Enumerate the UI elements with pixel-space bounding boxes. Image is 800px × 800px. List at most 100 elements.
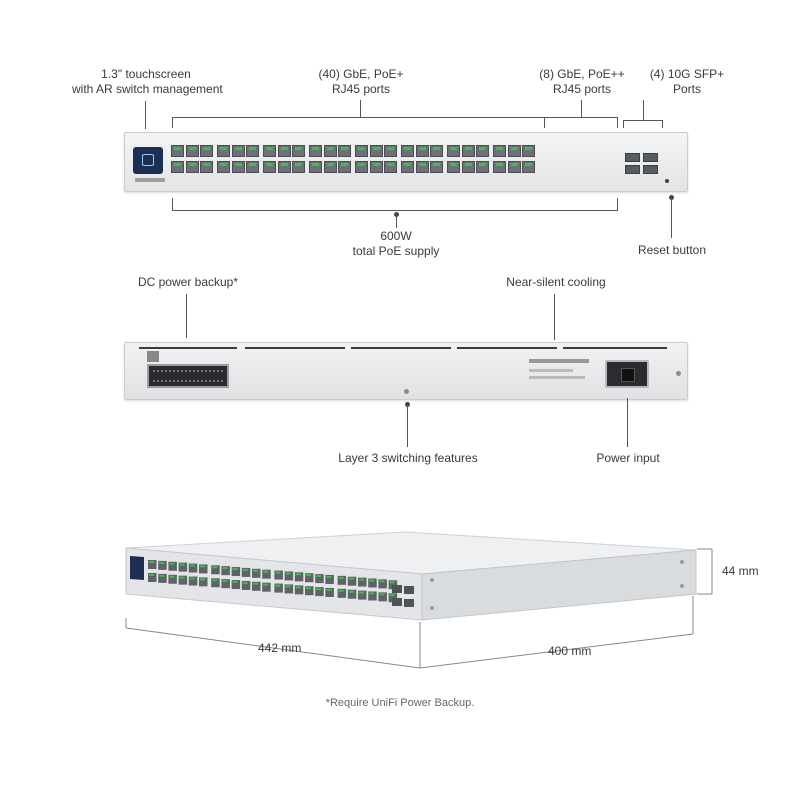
iso-rj45-port	[178, 562, 188, 572]
rj45-port	[384, 161, 397, 173]
port-led	[338, 589, 344, 592]
dc-backup-label-text: DC power backup*	[137, 275, 239, 289]
rj45-port	[217, 145, 230, 157]
port-led	[149, 574, 154, 576]
iso-rj45-port	[274, 570, 283, 580]
qr-code-icon	[147, 351, 159, 362]
port-led	[348, 577, 354, 580]
vent-slot	[351, 347, 451, 349]
iso-rj45-port	[325, 587, 334, 597]
port-led	[326, 588, 332, 591]
iso-rj45-port	[241, 567, 251, 577]
iso-rj45-port	[388, 593, 398, 603]
gbe8-bracket-r	[617, 117, 618, 128]
rj45-port	[507, 145, 521, 157]
ac-power-inlet	[605, 360, 649, 388]
gbe-poe-plusplus-label: (8) GbE, PoE++ RJ45 ports	[532, 67, 632, 97]
rj45-port	[263, 161, 276, 173]
port-led	[149, 561, 154, 563]
port-led	[212, 579, 218, 582]
rj45-port	[277, 145, 291, 157]
touchscreen-label: 1.3" touchscreen with AR switch manageme…	[72, 67, 223, 97]
screw-icon	[680, 584, 684, 588]
iso-rj45-port	[274, 583, 283, 593]
port-led	[359, 578, 364, 581]
port-led	[200, 578, 205, 581]
poe-bracket-stem	[396, 212, 397, 228]
rj45-port	[185, 161, 199, 173]
port-led	[285, 572, 291, 575]
port-led	[389, 594, 395, 597]
iso-rj45-port	[284, 571, 294, 581]
iso-rj45-port	[378, 592, 387, 602]
rj45-port	[369, 145, 383, 157]
iso-rj45-port	[221, 566, 230, 576]
front-panel	[124, 132, 688, 192]
rj45-port	[461, 161, 475, 173]
port-led	[179, 576, 185, 579]
iso-rj45-port	[178, 575, 188, 585]
rj45-port	[217, 161, 230, 173]
port-led	[169, 562, 175, 565]
port-led	[306, 574, 311, 577]
gbe8-bracket-stem	[581, 100, 582, 117]
iso-rj45-port	[168, 561, 177, 571]
reset-button-icon	[665, 179, 669, 183]
iso-rj45-port	[262, 582, 271, 592]
sfp-port	[625, 165, 640, 174]
rj45-port	[171, 145, 184, 157]
sfp-plus-label-line2: Ports	[672, 82, 701, 96]
rj45-port	[277, 161, 291, 173]
gbe-poe-plus-label-line1: (40) GbE, PoE+	[318, 67, 404, 81]
iso-rj45-port	[188, 563, 198, 573]
iso-rj45-port	[211, 565, 220, 575]
port-led	[222, 580, 228, 583]
rj45-port	[461, 145, 475, 157]
rj45-port	[338, 161, 351, 173]
rj45-port	[246, 161, 259, 173]
layer3-leader-dot	[405, 402, 410, 407]
iso-rj45-port	[211, 578, 220, 588]
rj45-port	[447, 145, 460, 157]
iso-rj45-port	[148, 560, 157, 569]
sfp-bracket-l	[623, 120, 624, 128]
iso-rj45-port	[294, 572, 304, 582]
rj45-port	[231, 161, 245, 173]
port-led	[275, 584, 281, 587]
poe-supply-label: 600W total PoE supply	[336, 229, 456, 259]
iso-rj45-port	[347, 589, 357, 599]
iso-rj45-port	[305, 586, 314, 596]
reset-label: Reset button	[626, 243, 718, 258]
rj45-port	[522, 145, 535, 157]
rj45-port	[415, 145, 429, 157]
power-input-leader	[627, 398, 628, 447]
iso-rj45-port	[368, 578, 377, 588]
poe-bracket-r	[617, 198, 618, 210]
port-led	[222, 567, 228, 570]
reset-leader-dot	[669, 195, 674, 200]
iso-rj45-port	[305, 573, 314, 583]
rj45-port	[384, 145, 397, 157]
port-led	[159, 561, 165, 564]
rear-spec-text	[529, 376, 585, 379]
port-led	[338, 576, 344, 579]
iso-rj45-port	[148, 573, 157, 582]
gbe40-bracket-r	[544, 117, 545, 128]
port-led	[306, 587, 311, 590]
port-led	[389, 581, 395, 584]
cooling-label-text: Near-silent cooling	[506, 275, 606, 289]
iso-rj45-port	[158, 560, 167, 570]
screw-icon	[430, 606, 434, 610]
rj45-port	[200, 161, 213, 173]
rj45-port	[369, 161, 383, 173]
rj45-port	[231, 145, 245, 157]
screw-icon	[680, 560, 684, 564]
iso-rj45-port	[388, 580, 398, 590]
rear-panel	[124, 342, 688, 400]
port-led	[275, 571, 281, 574]
iso-rj45-port	[284, 584, 294, 594]
port-led	[212, 566, 218, 569]
dc-backup-leader	[186, 294, 187, 338]
rj45-port	[323, 161, 337, 173]
iso-rj45-port	[199, 564, 208, 574]
